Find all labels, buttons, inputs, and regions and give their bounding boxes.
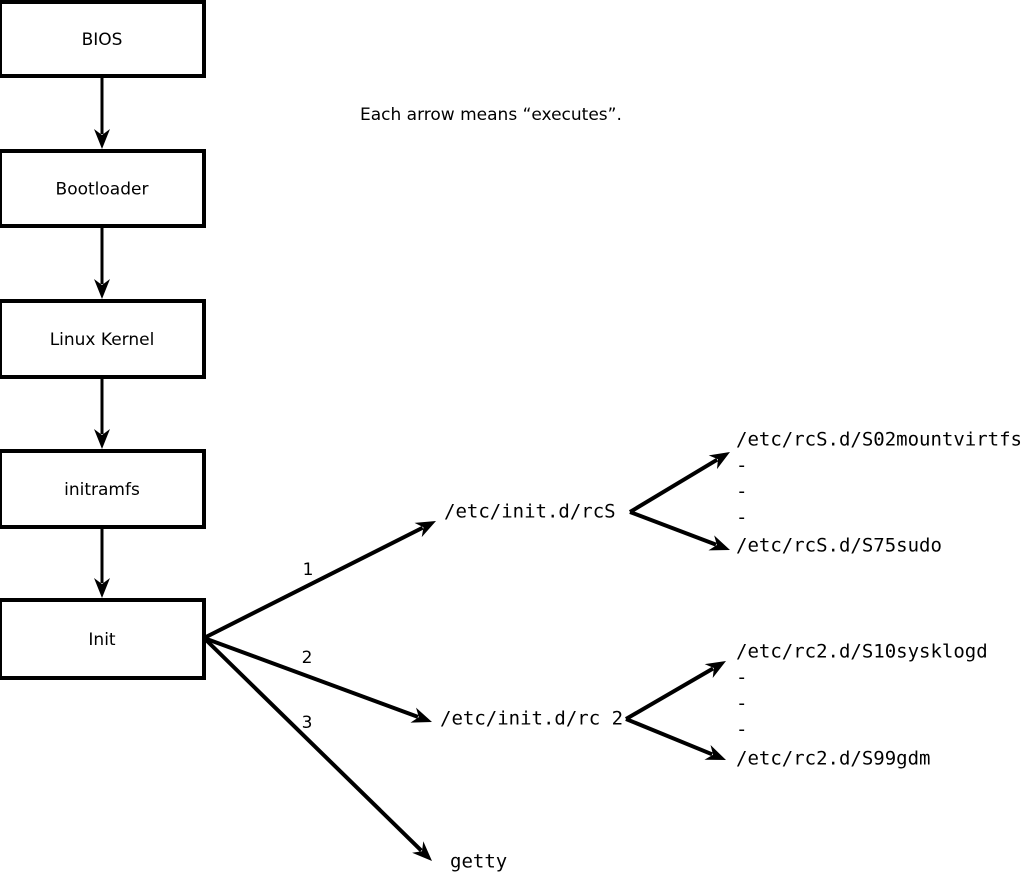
initramfs-to-init-arrowhead (94, 578, 110, 598)
rc2-branch-ellipsis-dash-2: - (736, 693, 747, 715)
init-to-rc2-arrowhead (410, 707, 432, 723)
legend-note: Each arrow means “executes”. (360, 105, 622, 125)
init-to-rcs-arrowhead (414, 521, 436, 538)
rcs-branch-ellipsis-dash-2: - (736, 481, 747, 503)
rcs-branch-bottom-label: /etc/rcS.d/S75sudo (736, 535, 942, 557)
rcs-branch-top-arrowhead (708, 452, 730, 470)
process-box-label-initramfs: initramfs (64, 480, 140, 500)
rc2-label: /etc/init.d/rc 2 (440, 708, 623, 730)
rc2-branch-top-line (624, 666, 715, 721)
edge-number-3: 3 (302, 713, 313, 733)
rcs-label: /etc/init.d/rcS (444, 501, 616, 523)
init-fanout-group (202, 521, 436, 861)
sub-branch-group (624, 452, 730, 760)
rcs-branch-bottom-line (629, 510, 717, 547)
rc2-branch-bottom-line (625, 717, 713, 757)
getty-label: getty (450, 851, 507, 873)
edge-number-1: 1 (303, 560, 314, 580)
process-box-label-init: Init (88, 630, 116, 650)
process-box-label-bootloader: Bootloader (56, 180, 149, 200)
rcs-branch-bottom-arrowhead (708, 535, 730, 551)
process-box-label-bios: BIOS (82, 30, 123, 50)
init-to-getty-line (202, 636, 423, 852)
rcs-branch-top-line (628, 458, 719, 514)
process-box-label-kernel: Linux Kernel (50, 330, 155, 350)
rc2-branch-top-label: /etc/rc2.d/S10sysklogd (736, 641, 988, 663)
rc2-branch-ellipsis-dash-3: - (736, 719, 747, 741)
rcs-branch-ellipsis-dash-3: - (736, 507, 747, 529)
init-to-rc2-line (203, 636, 419, 719)
process-box-bootloader[interactable] (0, 149, 206, 228)
process-box-bios[interactable] (0, 0, 206, 78)
edge-number-2: 2 (302, 648, 313, 668)
init-to-getty-arrowhead (412, 841, 432, 861)
rc2-branch-ellipsis-dash-1: - (736, 667, 747, 689)
rc2-branch-top-arrowhead (704, 661, 726, 678)
process-box-init[interactable] (0, 598, 206, 680)
text-label-group: 1 2 3/etc/rcS.d/S02mountvirtfs/etc/rcS.d/S… (302, 105, 1022, 873)
rcs-branch-top-label: /etc/rcS.d/S02mountvirtfs (736, 429, 1022, 451)
process-box-kernel[interactable] (0, 299, 206, 379)
vertical-arrow-group (94, 76, 110, 598)
bios-to-bootloader-arrowhead (94, 129, 110, 149)
rcs-branch-ellipsis-dash-1: - (736, 455, 747, 477)
process-box-initramfs[interactable] (0, 449, 206, 529)
rc2-branch-bottom-arrowhead (704, 745, 726, 760)
bootloader-to-kernel-arrowhead (94, 279, 110, 299)
kernel-to-initramfs-arrowhead (94, 429, 110, 449)
rc2-branch-bottom-label: /etc/rc2.d/S99gdm (736, 748, 930, 770)
init-to-rcs-line (203, 525, 424, 640)
